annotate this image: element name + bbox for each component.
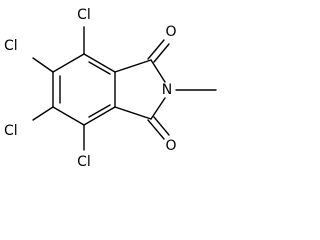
imide-ring	[114, 59, 166, 120]
atom-o-bottom: O	[165, 138, 176, 154]
bond-c5-c4	[52, 53, 85, 73]
atom-n: N	[162, 82, 172, 98]
bond-c1-o-a	[147, 39, 165, 60]
bond-c3-c7a	[114, 106, 152, 120]
structure-diagram: Cl Cl Cl Cl O O N	[4, 7, 217, 170]
carbonyl-bonds	[147, 39, 170, 140]
bond-n-c3	[150, 97, 166, 120]
benzene-ring	[52, 53, 116, 126]
bond-c3-o-a	[147, 119, 165, 140]
bond-c7a-c7-inner	[88, 104, 111, 118]
atom-o-top: O	[165, 24, 176, 40]
atom-cl-bottom: Cl	[77, 154, 91, 170]
atom-cl-upper-left: Cl	[4, 38, 18, 54]
chlorine-bonds	[32, 26, 85, 151]
bond-c4-c3a	[83, 53, 116, 73]
atom-cl-top: Cl	[77, 7, 91, 23]
bond-c1-o-b	[153, 43, 170, 63]
bond-c3-o-b	[153, 116, 170, 136]
bond-c1-n	[150, 59, 166, 83]
bond-c4-c3a-inner	[88, 61, 111, 75]
atom-cl-lower-left: Cl	[4, 123, 18, 139]
bond-c6-cl	[32, 106, 54, 121]
bond-c7a-c7	[83, 106, 116, 126]
bond-c5-cl	[32, 57, 54, 73]
bond-c3a-c1	[114, 59, 152, 73]
bond-c7-c6	[52, 106, 85, 126]
